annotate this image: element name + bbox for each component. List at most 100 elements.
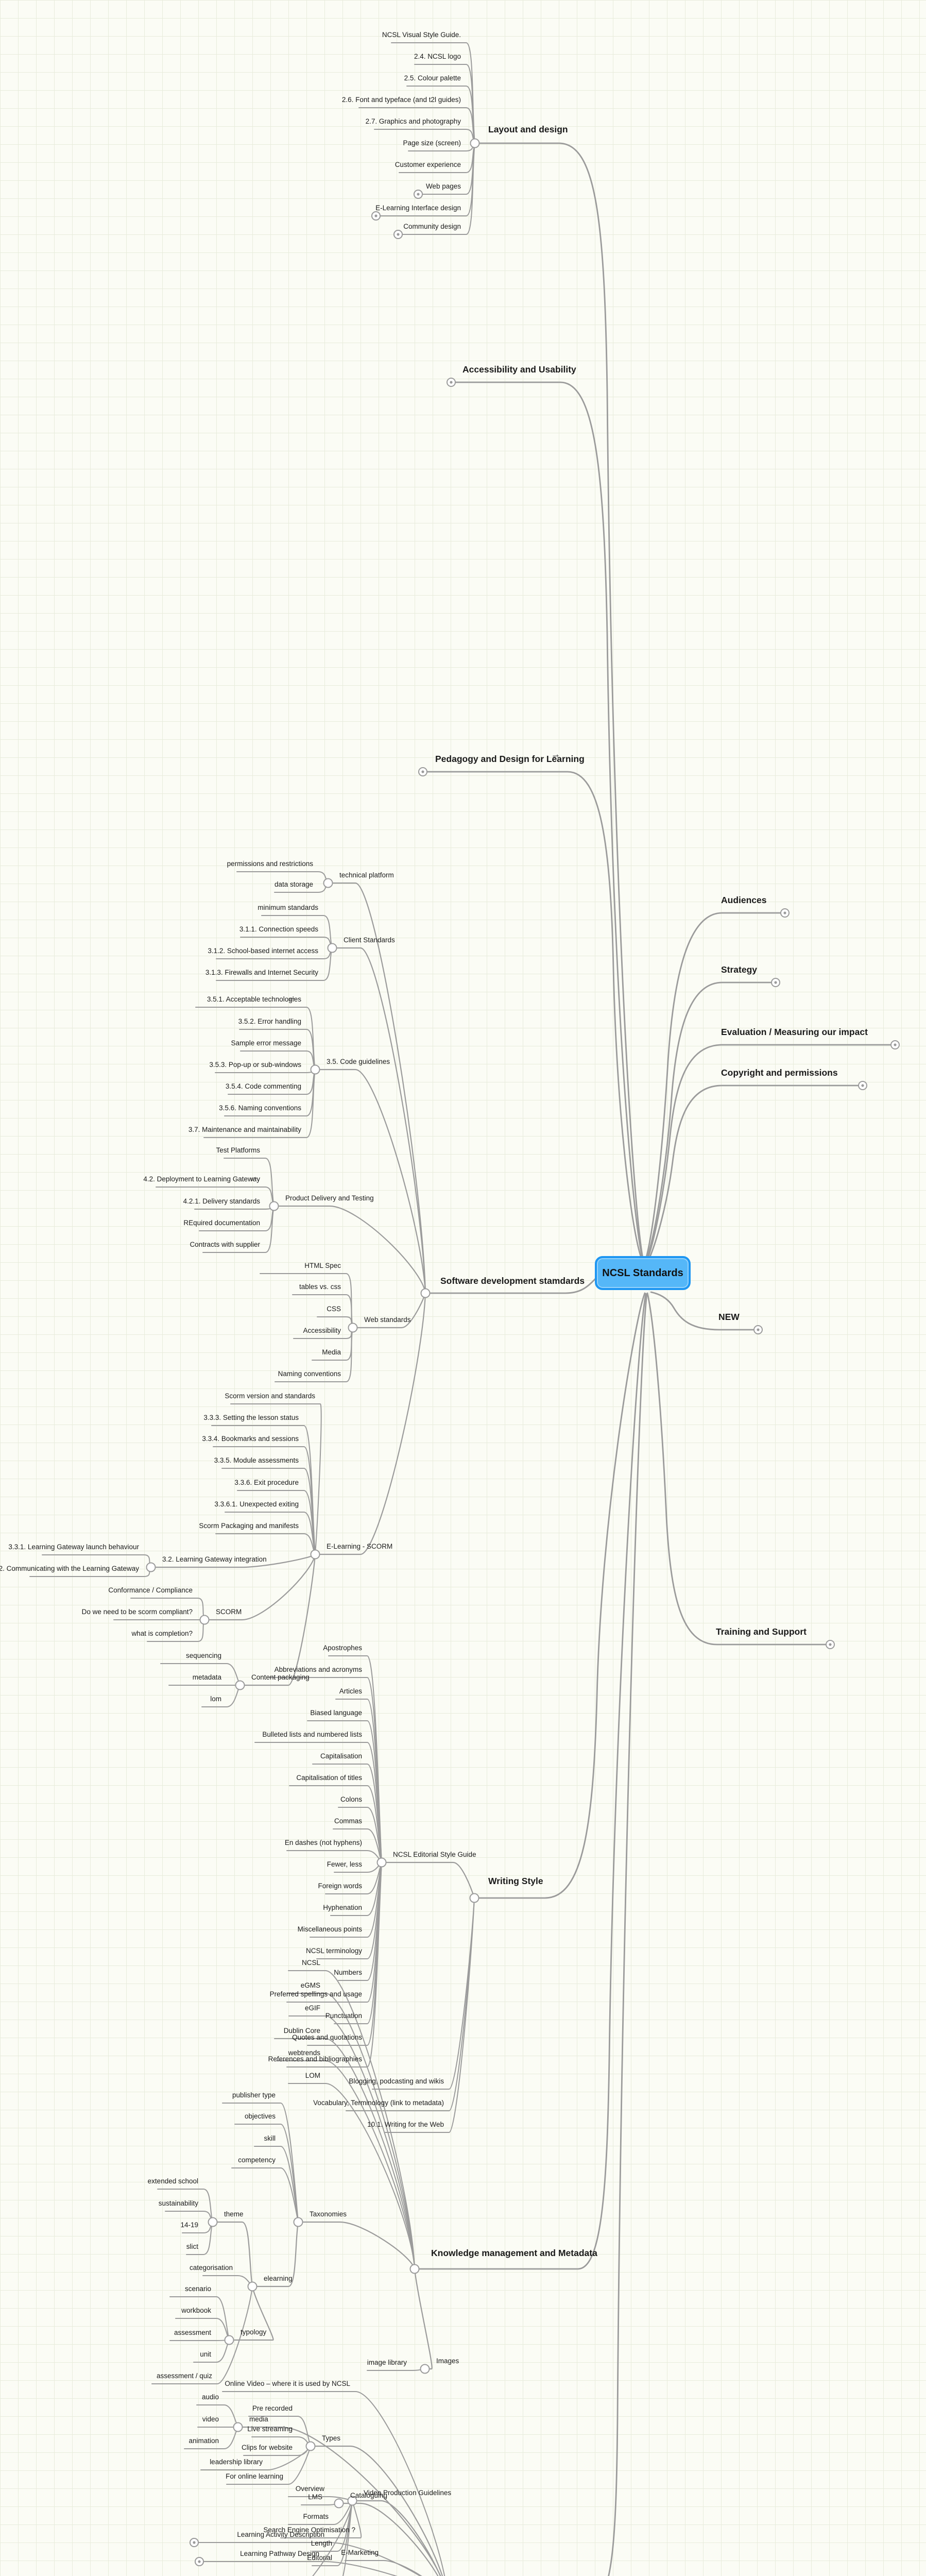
node-vp3[interactable]: Search Engine Optimisation ? (263, 2526, 355, 2534)
node-lpd[interactable]: Learning Pathway Design (240, 2550, 319, 2557)
node-ty2[interactable]: workbook (181, 2307, 211, 2314)
node-sc5[interactable]: 3.3.6. Exit procedure (234, 1479, 299, 1486)
node-th4[interactable]: slict (186, 2243, 198, 2250)
node-swdev[interactable]: Software development stamdards (440, 1276, 585, 1286)
branch-hub[interactable] (327, 943, 337, 953)
node-scn1[interactable]: Conformance / Compliance (108, 1586, 193, 1594)
node-th2[interactable]: sustainability (158, 2199, 198, 2207)
node-tx1[interactable]: publisher type (232, 2091, 276, 2099)
branch-hub[interactable] (233, 2422, 243, 2432)
branch-hub[interactable] (247, 2281, 258, 2292)
node-theme[interactable]: theme (224, 2210, 244, 2218)
node-ld7[interactable]: Customer experience (395, 161, 461, 168)
node-cp3[interactable]: lom (210, 1695, 221, 1703)
branch-hub[interactable] (376, 1857, 387, 1868)
node-ty3[interactable]: assessment (174, 2329, 211, 2336)
node-scn3[interactable]: what is completion? (131, 1630, 193, 1637)
node-ov[interactable]: Online Video – where it is used by NCSL (225, 2380, 350, 2387)
node-e10[interactable]: En dashes (not hyphens) (284, 1839, 362, 1846)
node-ws5[interactable]: Media (322, 1348, 341, 1356)
node-md2[interactable]: video (202, 2415, 219, 2423)
branch-hub[interactable] (323, 878, 333, 888)
node-cs2[interactable]: 3.1.1. Connection speeds (239, 925, 318, 933)
node-typ1[interactable]: Pre recorded (252, 2404, 293, 2412)
branch-hub[interactable] (208, 2217, 218, 2227)
node-lad[interactable]: Learning Activity Description (237, 2531, 324, 2538)
node-sc1[interactable]: Scorm version and standards (225, 1392, 315, 1400)
note-icon[interactable]: ≡⁺ (288, 996, 295, 1003)
node-ws4[interactable]: Accessibility (303, 1327, 341, 1334)
node-e11[interactable]: Fewer, less (327, 1860, 362, 1868)
node-elearn[interactable]: elearning (264, 2275, 293, 2282)
node-vp5[interactable]: Editorial (307, 2554, 332, 2562)
node-e18[interactable]: Punctuation (325, 2012, 362, 2020)
node-th1[interactable]: extended school (147, 2177, 198, 2185)
node-pdt[interactable]: Product Delivery and Testing (285, 1194, 374, 1202)
node-wb2[interactable]: Vocabulary, Terminology (link to metadat… (313, 2099, 444, 2107)
node-typ5[interactable]: For online learning (226, 2472, 283, 2480)
branch-hub[interactable] (146, 1562, 156, 1572)
node-cg5[interactable]: 3.5.4. Code commenting (225, 1082, 301, 1090)
node-wstyle[interactable]: Writing Style (488, 1876, 543, 1886)
node-e4[interactable]: Biased language (310, 1709, 362, 1717)
branch-hub[interactable] (334, 2498, 344, 2509)
node-pdt1[interactable]: Test Platforms (216, 1146, 260, 1154)
root-node[interactable]: NCSL Standards (595, 1256, 691, 1290)
node-e19[interactable]: Quotes and quotations (292, 2033, 362, 2041)
node-ld5[interactable]: 2.7. Graphics and photography (365, 117, 461, 125)
branch-hub[interactable] (470, 138, 480, 148)
node-cg6[interactable]: 3.5.6. Naming conventions (219, 1104, 301, 1112)
node-e1[interactable]: Apostrophes (323, 1644, 362, 1652)
node-typ4[interactable]: leadership library (210, 2458, 263, 2466)
node-ld2[interactable]: 2.4. NCSL logo (414, 53, 461, 60)
node-e3[interactable]: Articles (339, 1687, 362, 1695)
node-categ[interactable]: categorisation (189, 2264, 233, 2272)
node-vp1[interactable]: Overview (295, 2485, 324, 2493)
node-tx4[interactable]: competency (238, 2156, 276, 2164)
branch-hub[interactable] (310, 1549, 320, 1560)
node-types[interactable]: Types (322, 2434, 341, 2442)
node-cg3[interactable]: Sample error message (231, 1039, 301, 1047)
node-e15[interactable]: NCSL terminology (305, 1947, 362, 1955)
branch-hub[interactable] (224, 2335, 234, 2345)
node-kms4[interactable]: Dublin Core (283, 2027, 320, 2035)
node-cp2[interactable]: metadata (192, 1673, 221, 1681)
node-wb3[interactable]: 10.1. Writing for the Web (367, 2121, 444, 2128)
node-emkt[interactable]: E-Marketing (341, 2549, 379, 2556)
node-vp2[interactable]: Formats (303, 2513, 329, 2520)
branch-hub[interactable] (305, 2441, 316, 2451)
node-kms1[interactable]: NCSL (301, 1959, 320, 1967)
node-tx3[interactable]: skill (264, 2134, 276, 2142)
node-kms3[interactable]: eGIF (304, 2004, 320, 2012)
node-codeguide[interactable]: 3.5. Code guidelines (327, 1058, 390, 1065)
node-cg7[interactable]: 3.7. Maintenance and maintainability (188, 1126, 301, 1133)
node-e6[interactable]: Capitalisation (320, 1752, 362, 1760)
node-ld3[interactable]: 2.5. Colour palette (404, 74, 461, 82)
node-tx2[interactable]: objectives (244, 2112, 276, 2120)
node-sc2[interactable]: 3.3.3. Setting the lesson status (203, 1414, 299, 1421)
node-e2[interactable]: Abbreviations and acronyms (274, 1666, 362, 1673)
node-ld6[interactable]: Page size (screen) (403, 139, 461, 147)
node-e13[interactable]: Hyphenation (323, 1904, 362, 1911)
node-ld10[interactable]: Community design (403, 223, 461, 230)
branch-hub[interactable] (348, 1323, 358, 1333)
node-sc4[interactable]: 3.3.5. Module assessments (214, 1456, 299, 1464)
node-catal[interactable]: Cataloguing (350, 2492, 388, 2499)
node-sc7[interactable]: Scorm Packaging and manifests (199, 1522, 299, 1530)
node-vpg[interactable]: Video Production Guidelines (364, 2489, 452, 2497)
node-kms2[interactable]: eGMS (300, 1981, 320, 1989)
node-vp4[interactable]: Length (311, 2539, 332, 2547)
node-layout_design[interactable]: Layout and design (488, 124, 568, 134)
branch-hub[interactable] (235, 1680, 245, 1690)
node-clientstd[interactable]: Client Standards (344, 936, 395, 944)
node-e14[interactable]: Miscellaneous points (297, 1925, 362, 1933)
node-ty4[interactable]: unit (200, 2350, 211, 2358)
node-kms6[interactable]: LOM (305, 2072, 320, 2079)
node-cg2[interactable]: 3.5.2. Error handling (238, 1018, 301, 1025)
node-scn2[interactable]: Do we need to be scorm compliant? (81, 1608, 193, 1616)
node-scormnode[interactable]: SCORM (216, 1608, 242, 1616)
node-strategy[interactable]: Strategy (721, 964, 758, 975)
node-cs3[interactable]: 3.1.2. School-based internet access (208, 947, 318, 955)
node-e8[interactable]: Colons (340, 1795, 362, 1803)
node-tax[interactable]: Taxonomies (310, 2210, 347, 2218)
